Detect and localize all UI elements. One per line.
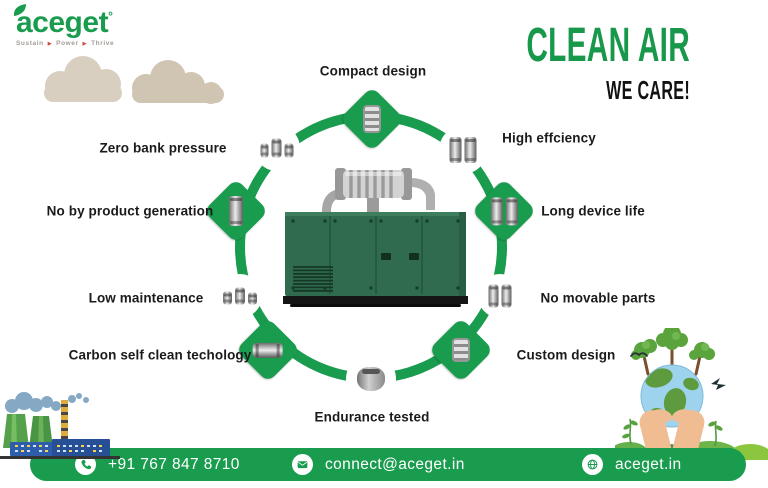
feature-label-zero-bank-pressure: Zero bank pressure [99,140,227,156]
headline-we-care: WE CARE! [606,75,690,105]
email-contact: connect@aceget.in [292,448,465,481]
feature-label-endurance-tested: Endurance tested [314,409,430,425]
feature-label-carbon-self-clean: Carbon self clean techology [68,347,252,363]
machine-unit-icon [260,138,294,158]
tagline-word: Thrive [91,40,115,47]
vertical-cylinder-icon [229,196,243,226]
feature-label-compact-design: Compact design [319,63,427,79]
twin-cylinders-icon [490,197,518,225]
tagline-separator-icon: ▶ [82,40,88,47]
feature-label-high-efficiency: High effciency [502,130,596,146]
tagline-word: Sustain [16,40,44,47]
filter-stack-icon [452,338,470,362]
brand-name: aceget [16,6,109,39]
tagline-separator-icon: ▶ [47,40,53,47]
ring-gap [478,274,522,318]
brand-logo: aceget° Sustain ▶ Power ▶ Thrive [13,4,114,47]
round-unit-icon [357,367,385,391]
envelope-icon [292,454,313,475]
machine-unit-icon [223,287,257,305]
clouds-illustration [44,56,224,104]
feature-label-custom-design: Custom design [516,347,616,363]
website-contact: aceget.in [582,448,682,481]
globe-icon [582,454,603,475]
phone-number: +91 767 847 8710 [108,455,240,473]
generator-illustration [283,168,468,307]
email-address: connect@aceget.in [325,455,465,473]
feature-label-no-movable-parts: No movable parts [540,290,656,306]
ring-gap [439,126,487,174]
feature-label-no-by-product: No by product generation [46,203,214,219]
tagline-word: Power [56,40,79,47]
factory-illustration [0,392,120,459]
filter-cylinder-icon [363,105,381,133]
headline: CLEAN AIR WE CARE! [426,19,690,105]
website-url: aceget.in [615,455,682,473]
headline-clean-air: CLEAN AIR [526,19,690,72]
twin-cylinders-icon [449,137,477,163]
horizontal-cylinder-icon [253,342,283,358]
contact-bar: +91 767 847 8710 connect@aceget.in acege… [30,448,746,481]
feature-label-low-maintenance: Low maintenance [88,290,204,306]
phone-contact: +91 767 847 8710 [75,448,240,481]
earth-in-hands-illustration [615,328,768,460]
twin-cylinders-icon [488,284,512,308]
phone-icon [75,454,96,475]
brand-tagline: Sustain ▶ Power ▶ Thrive [16,40,114,47]
brand-mark: ° [108,9,113,23]
leaf-icon [13,4,26,16]
feature-label-long-device-life: Long device life [541,203,645,219]
